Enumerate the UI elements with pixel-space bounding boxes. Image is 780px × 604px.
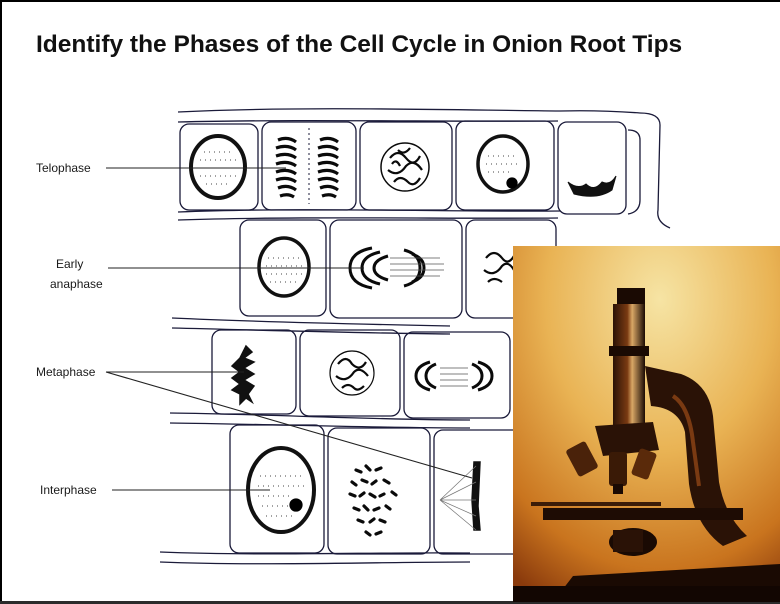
- cell-wall: [640, 113, 670, 228]
- cell: [558, 122, 626, 214]
- nucleus-stipple: [486, 156, 520, 172]
- label-early-anaphase-line1: Early: [56, 257, 83, 271]
- prophase-chromatin: [484, 253, 514, 282]
- label-interphase: Interphase: [40, 483, 97, 497]
- prophase-chromatin: [381, 143, 429, 191]
- cell: [230, 425, 324, 553]
- cell-wall: [160, 562, 470, 564]
- prometaphase-chromosomes: [350, 466, 396, 535]
- spindle-fibers: [440, 466, 476, 530]
- microscope-stage: [543, 508, 743, 520]
- label-early-anaphase-line2: anaphase: [50, 277, 103, 291]
- nucleus: [259, 238, 309, 296]
- prophase-chromatin: [330, 351, 374, 395]
- label-metaphase: Metaphase: [36, 365, 96, 379]
- cell: [404, 332, 510, 418]
- cell-wall: [172, 318, 450, 326]
- nosepiece: [595, 422, 659, 456]
- nucleolus: [290, 499, 302, 511]
- nucleus-stipple: [266, 258, 302, 282]
- microscope-photo: [513, 246, 780, 602]
- microscope-tube: [613, 304, 645, 426]
- metaphase-plate: [568, 176, 616, 196]
- microscope-illustration: [513, 246, 780, 602]
- nucleus: [478, 136, 528, 192]
- cell-wall: [628, 130, 640, 214]
- label-telophase: Telophase: [36, 161, 91, 175]
- metaphase-plate: [472, 462, 480, 530]
- cell: [300, 330, 400, 416]
- metaphase-chromosomes: [232, 346, 254, 404]
- cell: [328, 428, 430, 554]
- spindle-fibers: [440, 368, 468, 386]
- cell-wall: [178, 109, 640, 113]
- nucleus: [191, 136, 245, 198]
- metaphase-leader-line: [106, 372, 472, 478]
- nucleolus: [507, 178, 517, 188]
- objective-lens: [609, 452, 627, 486]
- eyepiece: [617, 288, 645, 306]
- cell: [262, 122, 356, 210]
